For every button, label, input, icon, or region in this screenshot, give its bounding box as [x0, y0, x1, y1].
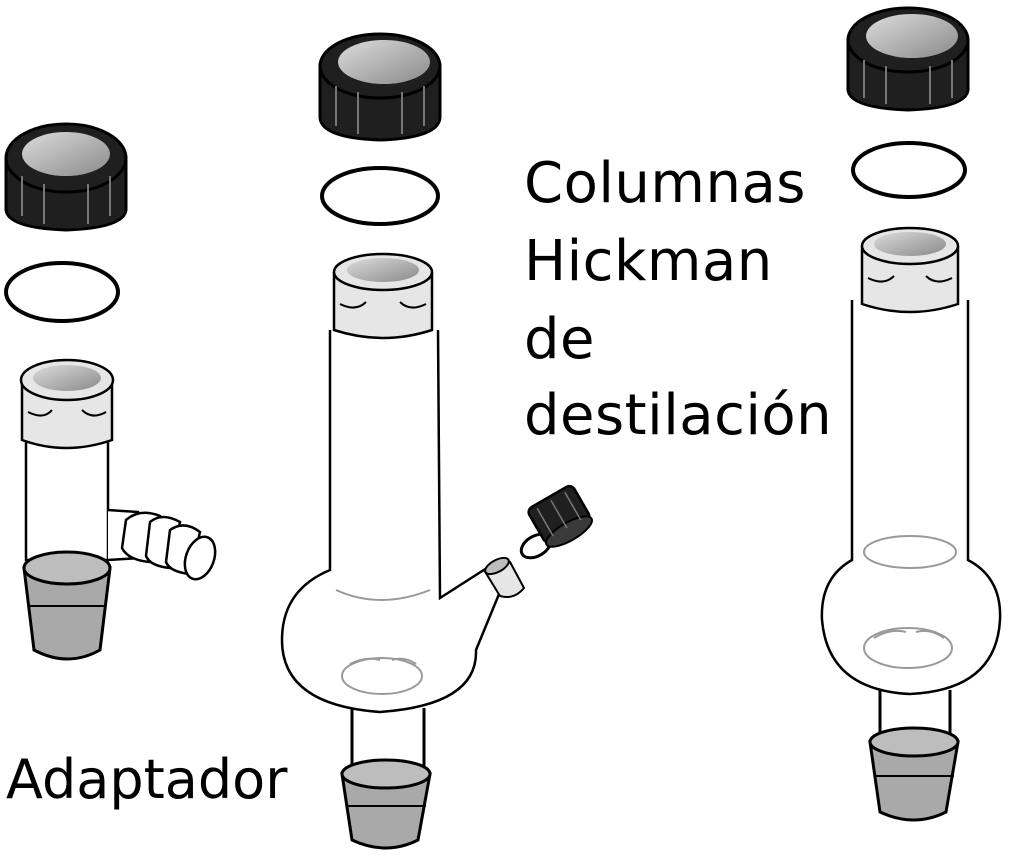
adapter-assembly [4, 122, 217, 661]
right-joint [868, 726, 960, 822]
center-thread [332, 252, 434, 340]
center-body [280, 329, 506, 768]
right-o-ring [851, 141, 967, 199]
adapter-o-ring [4, 261, 120, 323]
center-cap [318, 32, 442, 142]
hickman-column [820, 6, 1002, 822]
center-o-ring [320, 166, 440, 226]
side-port [482, 556, 526, 598]
adapter-body [24, 440, 217, 581]
adapter-thread [19, 358, 115, 450]
columns-title-line-2: Hickman [524, 229, 773, 294]
adapter-cap [4, 122, 128, 232]
right-thread [860, 226, 960, 314]
hickman-column-sideport [280, 32, 593, 850]
right-cap [846, 6, 970, 112]
columns-title-line-3: de [524, 307, 595, 372]
adapter-joint [22, 550, 112, 661]
columns-title-line-4: destilación [524, 383, 833, 448]
center-joint [340, 758, 432, 850]
right-body [820, 300, 1002, 736]
columns-title-line-1: Columnas [524, 151, 806, 216]
adapter-label: Adaptador [6, 748, 288, 811]
side-port-cap [527, 484, 593, 548]
